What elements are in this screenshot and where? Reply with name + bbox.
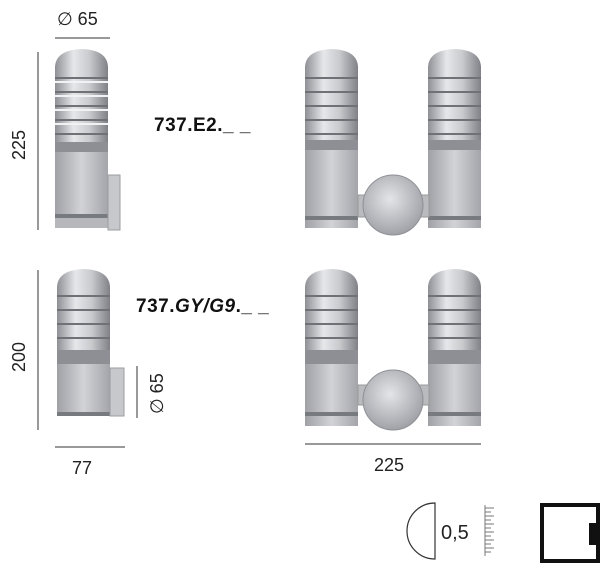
lamp-double-top — [305, 49, 481, 236]
bottom-model-italic: GY/G9 — [174, 296, 236, 317]
top-height-label: 225 — [9, 129, 29, 160]
lamp-single-bottom — [37, 269, 138, 448]
mounting-symbol — [540, 503, 600, 563]
top-model-code: 737.E2._ _ — [154, 115, 251, 136]
bottom-model-prefix: 737. — [136, 296, 175, 317]
impact-value: 0,5 — [441, 522, 469, 544]
double-width-label: 225 — [374, 455, 405, 475]
bottom-height-label: 200 — [9, 341, 29, 372]
impact-symbol — [406, 502, 494, 560]
lamp-single-top — [37, 37, 121, 231]
lamp-double-bottom — [305, 269, 481, 445]
bottom-diameter-label: ∅ 65 — [147, 373, 167, 414]
top-diameter-label: ∅ 65 — [57, 9, 98, 29]
bottom-model-code: 737.GY/G9._ _ — [136, 297, 269, 316]
bottom-model-suffix: ._ _ — [235, 296, 270, 317]
bottom-width-label: 77 — [72, 458, 93, 478]
